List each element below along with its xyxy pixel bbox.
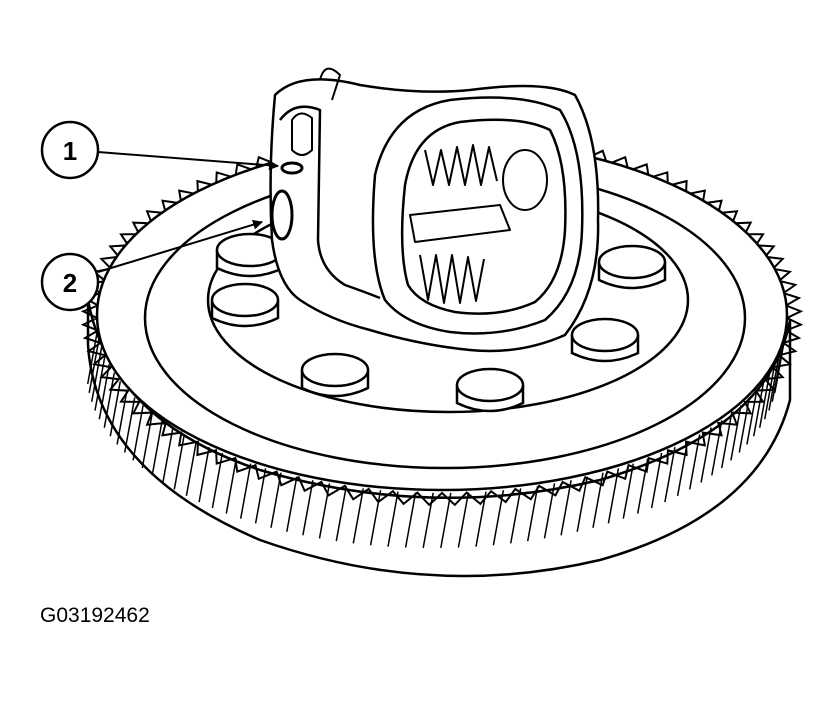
helical-tooth-line	[162, 427, 174, 483]
pinion-gear	[502, 149, 548, 211]
helical-tooth-line	[352, 488, 365, 544]
helical-tooth-line	[440, 492, 452, 549]
helical-tooth-line	[607, 468, 620, 524]
bolt-boss	[210, 282, 280, 328]
callout-2: 2	[40, 219, 263, 312]
retaining-clip	[280, 161, 304, 175]
helical-tooth-line	[103, 372, 116, 428]
helical-tooth-line	[746, 389, 758, 445]
helical-tooth-line	[318, 483, 331, 539]
callout-1-circle	[40, 120, 100, 180]
helical-tooth-line	[720, 412, 733, 469]
helical-tooth-line	[286, 476, 298, 532]
shaft-bore	[291, 112, 313, 156]
helical-tooth-line	[738, 397, 751, 453]
callout-1-number: 1	[63, 136, 77, 166]
helical-tooth-line	[98, 364, 111, 420]
helical-tooth-line	[676, 440, 689, 497]
figure-id: G03192462	[40, 604, 150, 627]
helical-tooth-line	[132, 405, 144, 461]
helical-tooth-line	[94, 355, 106, 411]
helical-tooth-line	[543, 483, 556, 539]
helical-tooth-line	[592, 472, 604, 528]
helical-tooth-line	[475, 491, 487, 547]
gear-teeth	[80, 129, 804, 549]
helical-tooth-line	[622, 463, 635, 519]
helical-tooth-line	[560, 480, 572, 536]
helical-tooth-line	[422, 492, 434, 549]
bolt-boss	[215, 232, 285, 278]
helical-tooth-line	[270, 472, 282, 528]
helical-tooth-line	[526, 485, 539, 542]
case-top-ridge	[319, 67, 341, 101]
helical-tooth-line	[225, 458, 238, 514]
helical-tooth-line	[730, 405, 742, 461]
helical-tooth-line	[768, 355, 780, 411]
bolt-boss	[300, 352, 370, 398]
helical-tooth-line	[141, 412, 154, 469]
helical-tooth-line	[335, 485, 348, 542]
helical-tooth-line	[771, 346, 784, 402]
helical-tooth-line	[88, 337, 100, 394]
callout-2-leader	[97, 219, 263, 273]
helical-tooth-line	[254, 468, 267, 524]
helical-tooth-line	[664, 446, 676, 503]
lower-side-gear-teeth	[419, 254, 485, 304]
ring-gear-side	[86, 299, 792, 578]
helical-tooth-line	[576, 476, 588, 532]
helical-tooth-line	[86, 328, 99, 385]
helical-tooth-line	[758, 372, 771, 428]
helical-tooth-line	[123, 397, 136, 453]
helical-tooth-line	[116, 389, 128, 445]
helical-tooth-line	[302, 480, 314, 536]
helical-tooth-line	[211, 452, 224, 509]
bolt-boss	[597, 244, 667, 290]
helical-tooth-line	[763, 364, 776, 420]
callout-2-number: 2	[63, 268, 77, 298]
helical-tooth-line	[109, 381, 122, 437]
helical-tooth-line	[636, 458, 649, 514]
helical-tooth-line	[650, 452, 663, 509]
helical-tooth-line	[198, 446, 210, 503]
case-left-wall	[279, 105, 381, 300]
helical-tooth-line	[239, 463, 252, 519]
callout-2-circle	[40, 252, 100, 312]
bolt-boss	[455, 367, 525, 413]
bolt-boss	[570, 317, 640, 363]
o-ring	[270, 189, 294, 241]
differential-case	[269, 67, 600, 353]
bolt-bosses	[210, 232, 667, 413]
helical-tooth-line	[90, 346, 103, 402]
helical-tooth-line	[185, 440, 198, 497]
helical-tooth-line	[173, 434, 186, 490]
helical-tooth-line	[369, 490, 382, 546]
helical-tooth-line	[752, 381, 765, 437]
gear-tooth-profile	[80, 129, 804, 507]
callout-1: 1	[40, 120, 279, 180]
helical-tooth-line	[404, 492, 417, 548]
helical-tooth-line	[387, 491, 399, 547]
helical-tooth-line	[457, 492, 470, 548]
helical-tooth-line	[774, 337, 786, 394]
pinion-shaft	[409, 204, 511, 243]
helical-tooth-line	[700, 427, 712, 483]
callout-1-leader	[97, 151, 279, 171]
helical-tooth-line	[509, 488, 522, 544]
helical-tooth-line	[711, 420, 723, 476]
helical-tooth-line	[492, 490, 505, 546]
helical-tooth-line	[688, 434, 701, 490]
side-gear-teeth	[424, 144, 498, 186]
helical-tooth-line	[151, 420, 163, 476]
